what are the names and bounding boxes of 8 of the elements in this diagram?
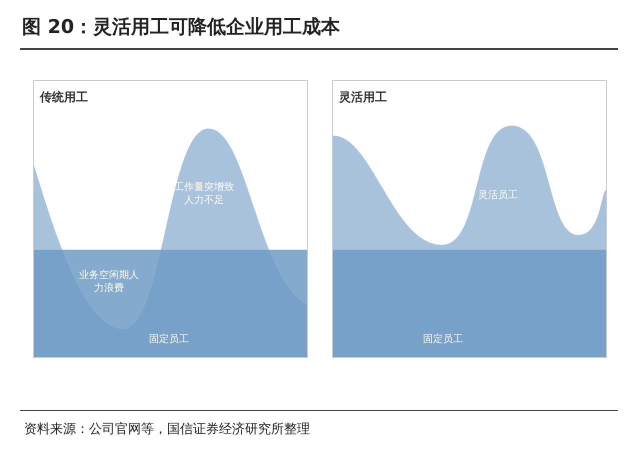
area-label: 业务空闲期人力浪费	[79, 269, 139, 295]
area-label: 固定员工	[148, 333, 190, 346]
area-label: 灵活员工	[477, 189, 519, 202]
panel-heading: 传统用工	[40, 89, 88, 106]
figure-title: 图 20：灵活用工可降低企业用工成本	[22, 15, 340, 40]
source-note: 资料来源：公司官网等，国信证券经济研究所整理	[24, 421, 310, 438]
area-label: 固定员工	[422, 333, 464, 346]
panel-heading: 灵活用工	[339, 89, 387, 106]
